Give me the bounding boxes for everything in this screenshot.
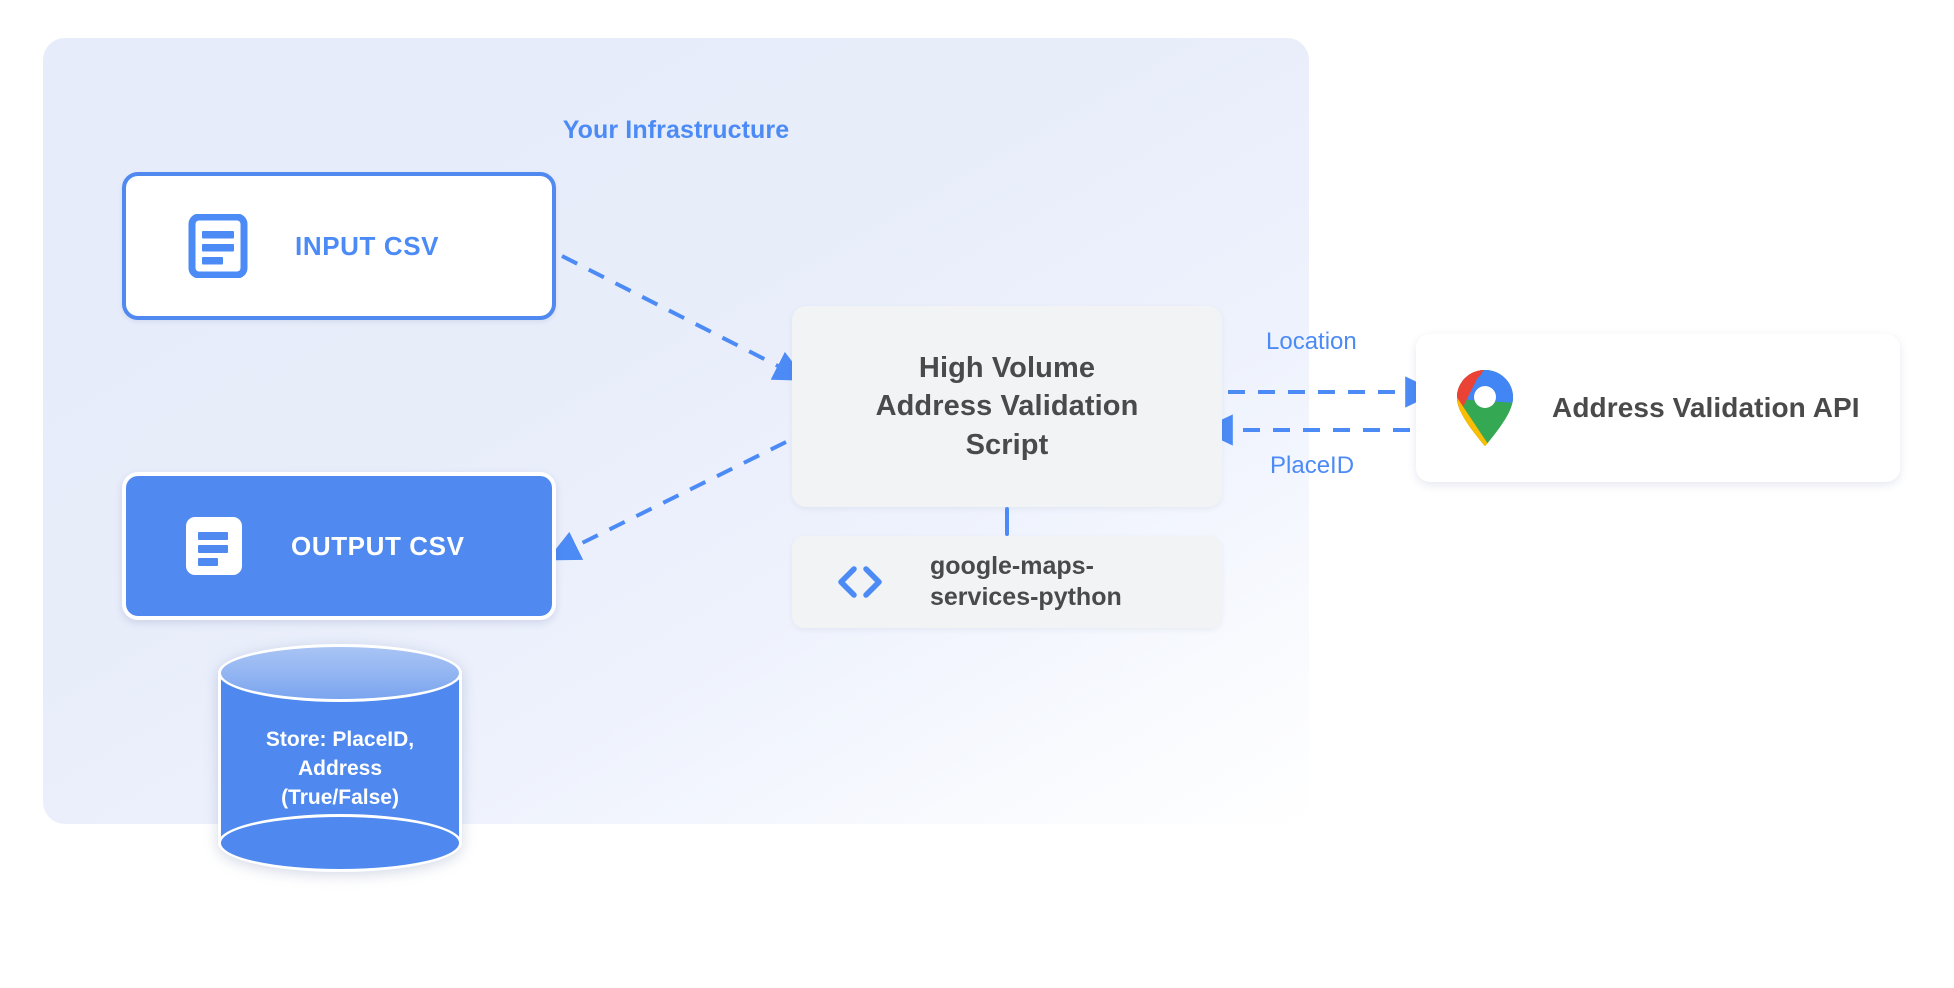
script-library-connector — [1005, 507, 1009, 536]
library-label-line1: google-maps- — [930, 552, 1094, 580]
library-label: google-maps- services-python — [930, 551, 1122, 613]
library-label-line2: services-python — [930, 583, 1122, 611]
database-label-line2: Address — [297, 756, 383, 780]
script-label-line3: Script — [965, 428, 1049, 461]
edge-label-location: Location — [1266, 328, 1357, 355]
script-node[interactable]: High Volume Address Validation Script — [792, 306, 1222, 507]
script-label-line2: Address Validation — [875, 390, 1139, 423]
database-label-line3: (True/False) — [281, 785, 399, 809]
database-bottom-ellipse — [218, 814, 462, 872]
database-left-edge — [218, 672, 221, 844]
database-label-line1: Store: PlaceID, — [265, 728, 415, 751]
document-icon — [188, 214, 248, 278]
output-csv-label: OUTPUT CSV — [291, 530, 465, 561]
database-label: Store: PlaceID, Address (True/False) — [218, 726, 462, 813]
edge-label-placeid: PlaceID — [1270, 452, 1355, 479]
panel-title: Your Infrastructure — [562, 116, 790, 144]
input-csv-node[interactable]: INPUT CSV — [122, 172, 556, 320]
api-label: Address Validation API — [1552, 392, 1860, 423]
output-csv-node[interactable]: OUTPUT CSV — [122, 472, 556, 620]
document-icon — [186, 517, 242, 575]
database-top-ellipse — [218, 644, 462, 702]
google-maps-pin-icon — [1457, 370, 1513, 446]
input-csv-label: INPUT CSV — [295, 230, 440, 261]
script-label: High Volume Address Validation Script — [876, 349, 1139, 464]
library-node[interactable]: google-maps- services-python — [792, 536, 1222, 628]
database-right-edge — [459, 672, 462, 844]
script-label-line1: High Volume — [918, 352, 1096, 385]
code-icon — [838, 566, 882, 598]
address-validation-api-node[interactable]: Address Validation API — [1416, 334, 1900, 482]
database-cylinder[interactable]: Store: PlaceID, Address (True/False) — [218, 644, 462, 872]
